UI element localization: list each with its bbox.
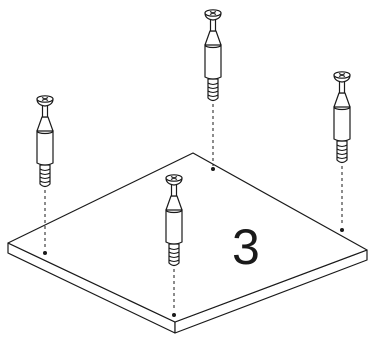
panel-top-face <box>7 152 368 323</box>
hole-back <box>211 167 215 171</box>
cam-dowel-pin-left <box>36 95 54 188</box>
hole-left <box>43 251 47 255</box>
pin-front <box>165 174 183 317</box>
cam-dowel-pin-back <box>204 9 222 102</box>
pin-right <box>333 71 351 232</box>
pin-left <box>36 95 54 255</box>
pin-back <box>204 9 222 171</box>
panel <box>7 152 368 334</box>
cam-dowel-pin-right <box>333 71 351 164</box>
hole-right <box>340 228 344 232</box>
hole-front <box>172 313 176 317</box>
step-number: 3 <box>232 219 260 275</box>
